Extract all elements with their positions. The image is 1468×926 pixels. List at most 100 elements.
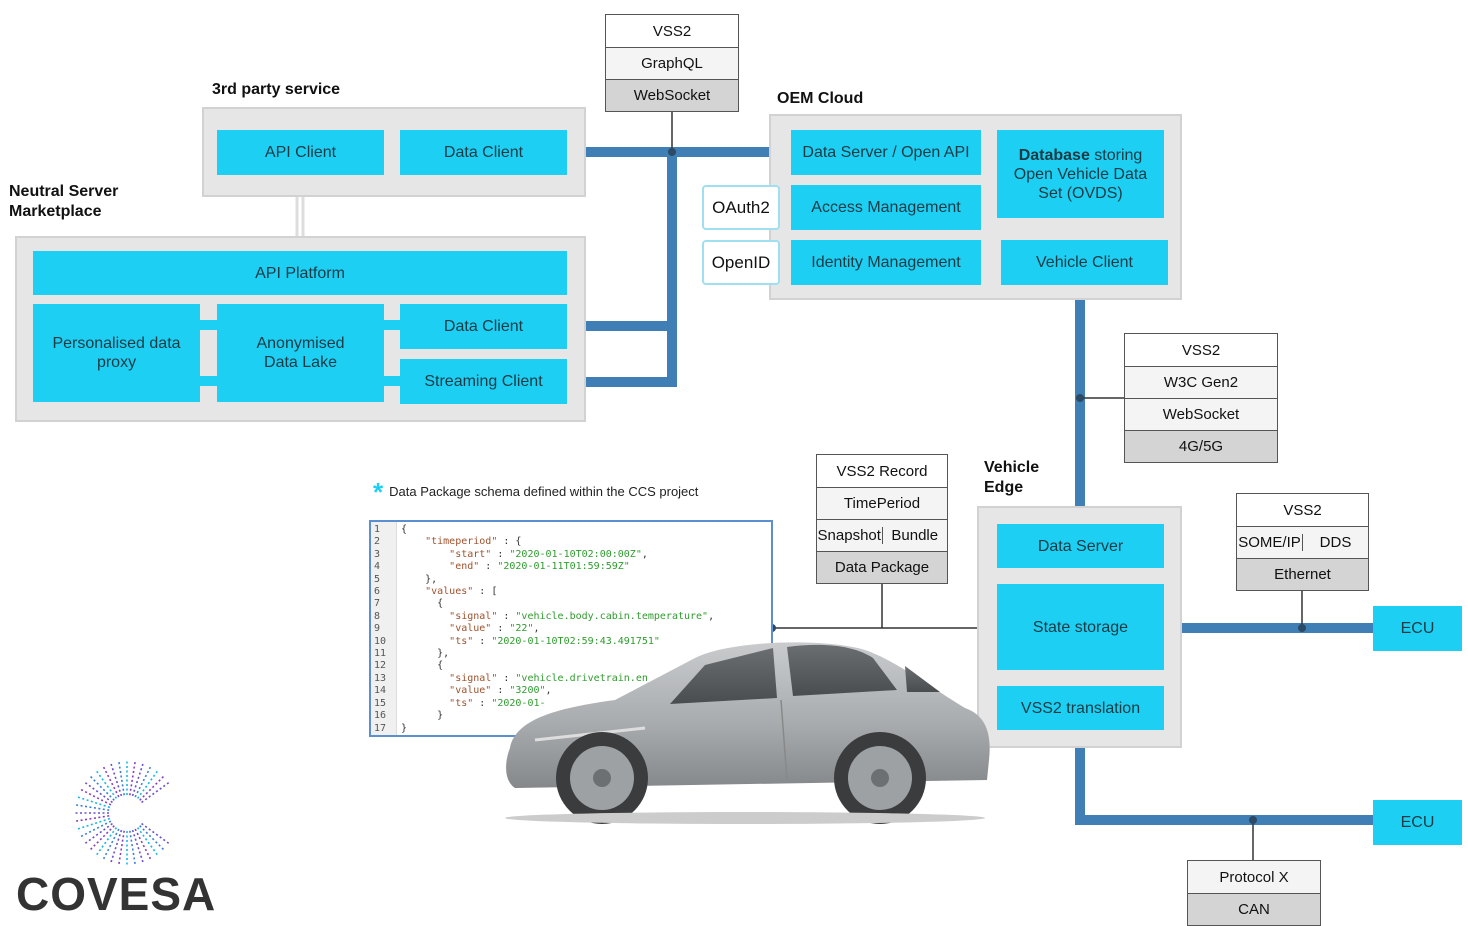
line-number: 15 bbox=[374, 697, 387, 709]
line-number: 4 bbox=[374, 561, 381, 573]
line-number: 2 bbox=[374, 536, 381, 548]
line-number: 9 bbox=[374, 623, 381, 635]
logo-ray bbox=[118, 830, 125, 865]
line-number: 11 bbox=[374, 648, 387, 660]
logo-ray bbox=[134, 766, 152, 798]
code-line: "start" : "2020-01-10T02:00:00Z", bbox=[449, 548, 648, 560]
logo-ray bbox=[80, 820, 112, 838]
logo-ray bbox=[102, 766, 120, 798]
code-line: "value" : "22", bbox=[449, 623, 540, 635]
stack-row: GraphQL bbox=[606, 47, 738, 79]
car-illustration bbox=[505, 642, 990, 824]
logo-ray bbox=[118, 761, 125, 796]
logo-ray bbox=[110, 763, 123, 797]
logo-ray bbox=[139, 825, 165, 851]
stack-row: VSS2 bbox=[1125, 334, 1277, 366]
logo-ray bbox=[136, 827, 159, 856]
edge-data-server-box: Data Server bbox=[997, 524, 1164, 568]
stack-row: WebSocket bbox=[606, 79, 738, 111]
code-line: "ts" : "2020-01-10T02:59:43.491751" bbox=[449, 635, 660, 647]
stack-row: Protocol X bbox=[1188, 861, 1320, 893]
ecu-box-1: ECU bbox=[1373, 606, 1462, 651]
vss2-graphql-stack: VSS2 GraphQL WebSocket bbox=[605, 14, 739, 112]
line-number: 16 bbox=[374, 710, 387, 722]
logo-ray bbox=[75, 815, 110, 822]
logo-ray bbox=[89, 775, 115, 801]
code-line: } bbox=[401, 710, 444, 722]
line-number: 10 bbox=[374, 635, 387, 647]
line-number: 8 bbox=[374, 610, 381, 622]
stack-row: Data Package bbox=[817, 551, 947, 583]
state-storage-box: State storage bbox=[997, 584, 1164, 670]
code-line: }, bbox=[401, 573, 438, 585]
data-client-top-box: Data Client bbox=[400, 130, 567, 175]
code-line: "end" : "2020-01-11T01:59:59Z" bbox=[449, 561, 630, 573]
logo-ray bbox=[131, 829, 144, 863]
connector-proxy-lake-2 bbox=[200, 376, 217, 386]
line-number: 7 bbox=[374, 598, 381, 610]
connector-lake-client-2 bbox=[384, 376, 400, 386]
identity-management-box: Identity Management bbox=[791, 240, 981, 285]
api-platform-box: API Platform bbox=[33, 251, 567, 295]
protocol-can-stack: Protocol X CAN bbox=[1187, 860, 1321, 926]
code-line: "signal" : "vehicle.drivetrain.en bbox=[449, 672, 648, 684]
stack-row: WebSocket bbox=[1125, 398, 1277, 430]
oem-cloud-title: OEM Cloud bbox=[777, 90, 864, 107]
api-client-box: API Client bbox=[217, 130, 384, 175]
covesa-logo-mark bbox=[75, 761, 170, 865]
schema-note: * Data Package schema defined within the… bbox=[373, 476, 699, 507]
logo-ray bbox=[129, 830, 136, 865]
logo-ray bbox=[75, 804, 110, 811]
code-line: { bbox=[401, 598, 444, 610]
logo-ray bbox=[95, 827, 118, 856]
access-management-box: Access Management bbox=[791, 185, 981, 230]
stack-row: VSS2 bbox=[1237, 494, 1368, 526]
streaming-client-box: Streaming Client bbox=[400, 359, 567, 404]
logo-ray bbox=[129, 761, 136, 796]
code-line: } bbox=[401, 722, 408, 734]
line-number: 14 bbox=[374, 685, 387, 697]
wire-streaming-client bbox=[561, 321, 677, 387]
stack-row: W3C Gen2 bbox=[1125, 366, 1277, 398]
logo-ray bbox=[139, 775, 165, 801]
code-line: }, bbox=[401, 648, 450, 660]
stack-row: 4G/5G bbox=[1125, 430, 1277, 462]
stack-row: Ethernet bbox=[1237, 558, 1368, 590]
logo-ray bbox=[102, 828, 120, 860]
line-number: 5 bbox=[374, 573, 381, 585]
line-number: 17 bbox=[374, 722, 387, 734]
oauth2-box: OAuth2 bbox=[702, 185, 780, 230]
data-client-mid-box: Data Client bbox=[400, 304, 567, 349]
logo-ray bbox=[77, 796, 111, 809]
logo-ray bbox=[95, 770, 118, 799]
line-number: 12 bbox=[374, 660, 387, 672]
connector-lake-client-1 bbox=[384, 320, 400, 330]
logo-ray bbox=[136, 770, 159, 799]
logo-ray bbox=[80, 788, 112, 806]
openid-box: OpenID bbox=[702, 240, 780, 285]
line-number: 13 bbox=[374, 672, 387, 684]
vehicle-client-box: Vehicle Client bbox=[1001, 240, 1168, 285]
third-party-title: 3rd party service bbox=[212, 81, 341, 98]
logo-ray bbox=[134, 828, 152, 860]
logo-ray bbox=[131, 763, 144, 797]
stack-row: VSS2 bbox=[606, 15, 738, 47]
data-server-open-api-box: Data Server / Open API bbox=[791, 130, 981, 175]
covesa-logo-text: COVESA bbox=[16, 868, 217, 920]
line-number: 6 bbox=[374, 586, 381, 598]
logo-ray bbox=[141, 822, 170, 845]
code-line: "signal" : "vehicle.body.cabin.temperatu… bbox=[449, 610, 715, 622]
code-line: "timeperiod" : { bbox=[425, 536, 522, 548]
vss2-translation-box: VSS2 translation bbox=[997, 686, 1164, 730]
code-line: "value" : "3200", bbox=[449, 685, 552, 697]
line-number: 1 bbox=[374, 524, 381, 535]
